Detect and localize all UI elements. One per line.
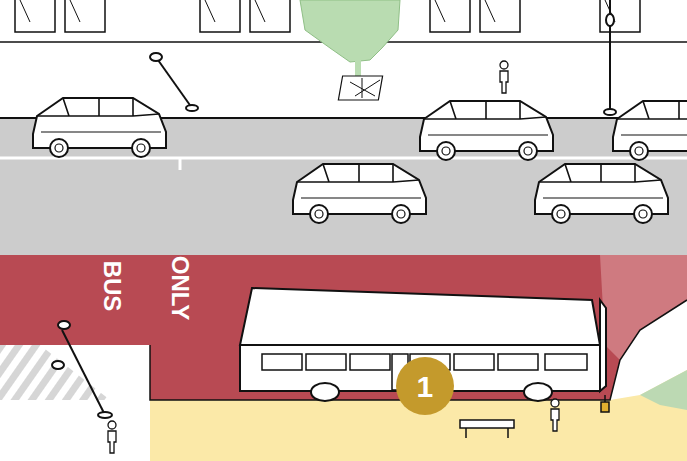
tree-grate [338, 76, 382, 100]
car [420, 101, 553, 160]
bus-stop-pole [601, 395, 609, 412]
lamp-post [52, 0, 616, 418]
lane-line [0, 157, 687, 160]
callout-circle [396, 357, 454, 415]
lane-marking: ONLY [168, 256, 192, 320]
bus [240, 288, 606, 401]
car [293, 164, 426, 223]
tree-canopy [300, 0, 400, 62]
car [613, 101, 687, 160]
planter [640, 370, 687, 410]
callout-number: 1 [417, 372, 434, 402]
sidewalk-corner [0, 345, 150, 461]
lane-marking: BUS [100, 261, 124, 312]
lane-tick [179, 158, 182, 170]
pedestrian [108, 421, 116, 453]
pedestrian [500, 61, 508, 93]
pedestrian [551, 399, 559, 431]
car [535, 164, 668, 223]
bench [460, 420, 514, 438]
car [33, 98, 166, 157]
